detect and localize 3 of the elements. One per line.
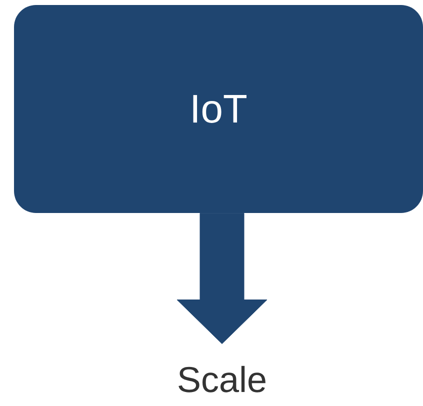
block-arrow: [176, 212, 268, 344]
process-box: IoT: [14, 5, 423, 213]
result-label: Scale: [178, 366, 266, 392]
